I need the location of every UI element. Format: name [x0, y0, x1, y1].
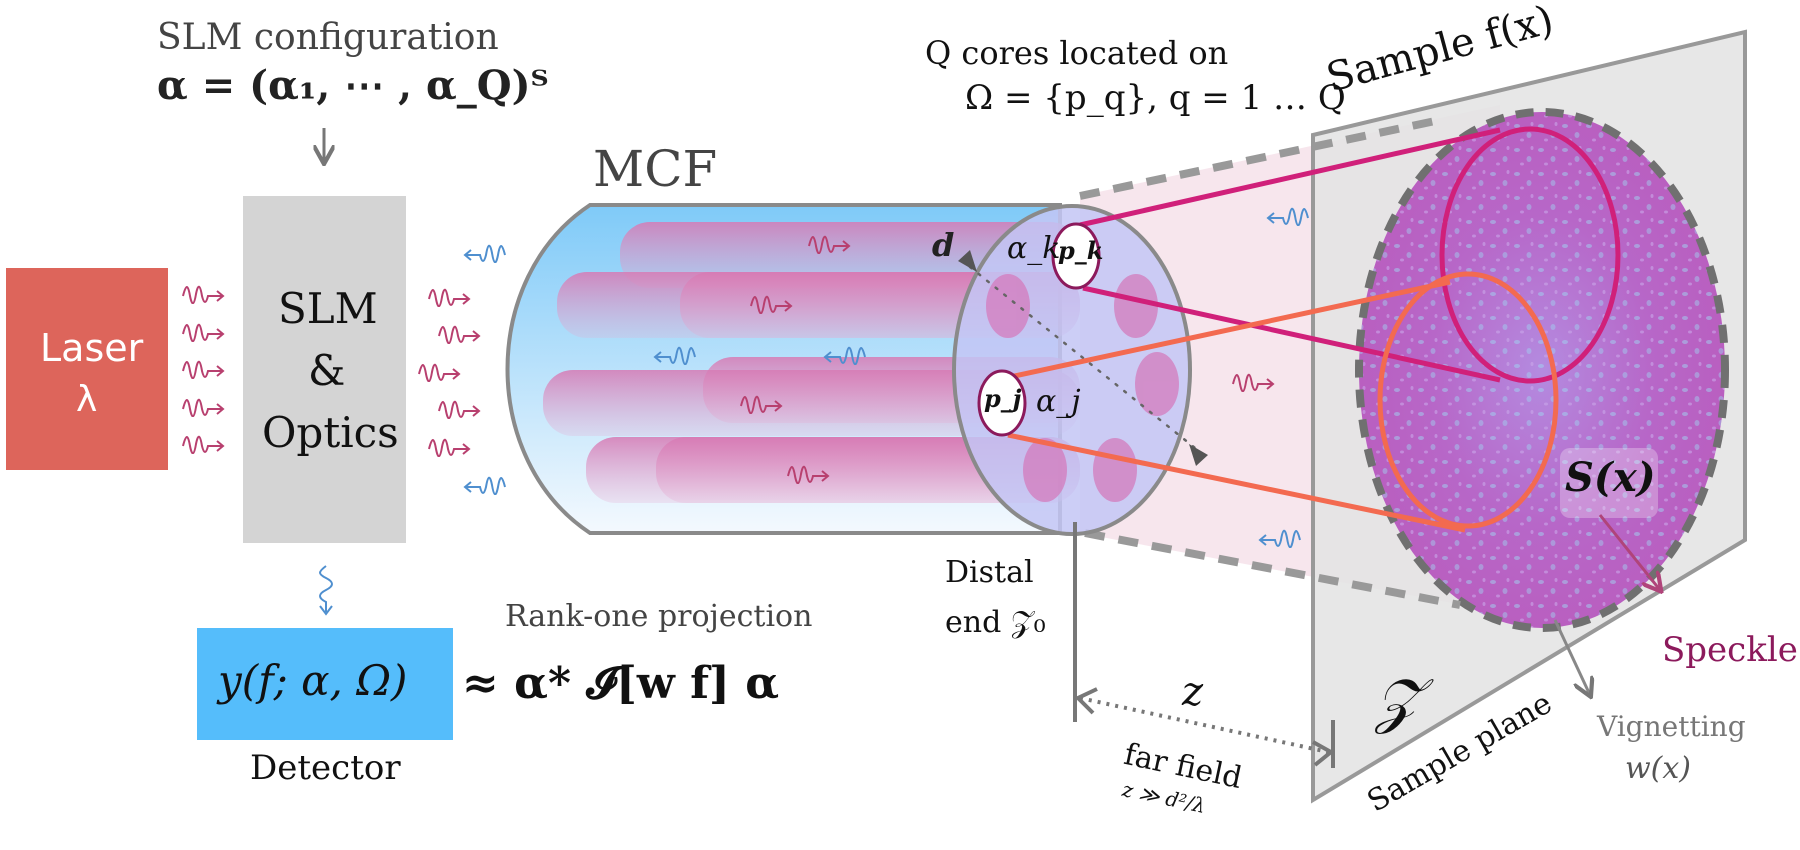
- laser-symbol: λ: [76, 379, 98, 420]
- core-j-marker: [977, 369, 1027, 437]
- vignetting-boundary: [1355, 108, 1729, 632]
- core-k-marker: [1051, 222, 1101, 290]
- slm-label: SLM: [278, 284, 378, 333]
- slm-config-formula: α = (α₁, ⋯ , α_Q)ᵀ: [157, 62, 549, 109]
- speckle-label-box: [1560, 448, 1658, 518]
- slm-config-caption: SLM configuration: [157, 17, 499, 58]
- core-spacing-arrow-start: [958, 250, 977, 272]
- laser-box: [6, 268, 168, 470]
- speckle-pattern: [1359, 112, 1725, 628]
- vignetting-pointer: [1553, 619, 1590, 695]
- laser-waves: [182, 285, 224, 454]
- core-j-weight: α_j: [1036, 384, 1081, 419]
- speckle-pointer: [1598, 514, 1660, 590]
- projection-formula: ≈ α* 𝓘[w f] α: [462, 658, 780, 709]
- core-spacing-arrow-end: [1189, 444, 1208, 466]
- vignetting-label: Vignetting: [1597, 710, 1746, 743]
- distance-arrow-head-right: [1312, 740, 1335, 767]
- slm-optics-box: [243, 196, 406, 543]
- detector-wave-icon: [319, 565, 333, 616]
- detector-formula: y(f; α, Ω): [218, 656, 408, 705]
- detector-label: Detector: [250, 748, 401, 788]
- core-spacing-label: d: [932, 226, 955, 264]
- beam-k: [1079, 126, 1621, 384]
- speckle-symbol: S(x): [1565, 454, 1656, 501]
- distance-arrow: [1079, 696, 1329, 754]
- speckle-label: Speckle: [1662, 630, 1798, 670]
- core-k-position: p_k: [1058, 236, 1104, 265]
- sample-plane-symbol: 𝒵: [1375, 666, 1421, 736]
- distance-arrow-head-left: [1074, 687, 1098, 715]
- projection-caption: Rank-one projection: [505, 599, 813, 634]
- beam-j: [1007, 271, 1559, 533]
- core-k-weight: α_k: [1007, 231, 1061, 266]
- mcf-label: MCF: [593, 140, 718, 198]
- core-spacing-line: [968, 265, 1197, 450]
- core-j-position: p_j: [984, 384, 1022, 413]
- optics-label: Optics: [262, 408, 399, 457]
- cone-edge-bottom: [1084, 529, 1461, 609]
- cores-formula: Ω = {p_q}, q = 1 … Q: [965, 78, 1346, 118]
- slm-out-waves: [418, 244, 506, 495]
- cores-caption: Q cores located on: [925, 34, 1229, 72]
- distal-label-line2: end 𝒵₀: [945, 605, 1046, 640]
- detector-box: [197, 628, 453, 740]
- distal-label-line1: Distal: [945, 555, 1034, 590]
- vignetting-symbol: w(x): [1625, 751, 1692, 786]
- laser-label: Laser: [40, 326, 144, 370]
- cone-edge-top: [1079, 116, 1441, 200]
- slm-ampersand: &: [308, 346, 346, 395]
- distance-symbol: z: [1182, 669, 1204, 715]
